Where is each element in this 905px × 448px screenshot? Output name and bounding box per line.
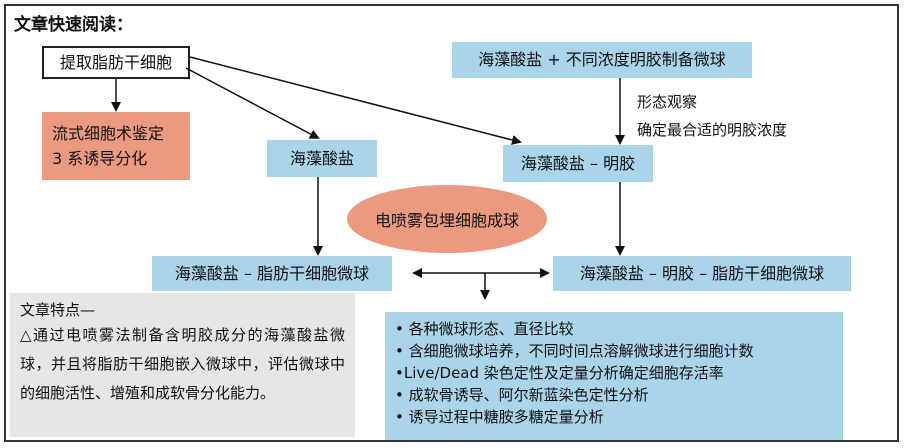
- flow-cytometry-line1: 流式细胞术鉴定: [52, 123, 165, 143]
- analysis-item: • 各种微球形态、直径比较: [395, 320, 574, 338]
- analysis-item: • 诱导过程中糖胺多糖定量分析: [395, 408, 604, 426]
- box-alginate-msc-microsphere: 海藻酸盐 – 脂肪干细胞微球: [152, 256, 392, 291]
- box-extract-stem-cells: 提取脂肪干细胞: [42, 46, 190, 79]
- box-alginate-gelatin-msc-microsphere: 海藻酸盐 – 明胶 – 脂肪干细胞微球: [553, 256, 851, 291]
- arrow-extract-to-alginate-gelatin: [189, 56, 522, 145]
- analysis-list-panel: • 各种微球形态、直径比较 • 含细胞微球培养，不同时间点溶解微球进行细胞计数 …: [385, 312, 843, 440]
- diagram-frame: [4, 4, 899, 442]
- features-body: △通过电喷雾法制备含明胶成分的海藻酸盐微球，并且将脂肪干细胞嵌入微球中，评估微球…: [20, 326, 345, 402]
- analysis-item: •Live/Dead 染色定性及定量分析确定细胞存活率: [395, 364, 724, 382]
- flow-cytometry-line2: 3 系诱导分化: [52, 149, 148, 168]
- analysis-item: • 成软骨诱导、阿尔新蓝染色定性分析: [395, 386, 649, 404]
- box-alginate-gelatin-prep: 海藻酸盐 + 不同浓度明胶制备微球: [452, 42, 752, 78]
- analysis-item: • 含细胞微球培养，不同时间点溶解微球进行细胞计数: [395, 342, 754, 360]
- box-alginate-gelatin: 海藻酸盐 – 明胶: [503, 145, 653, 182]
- ellipse-electrospray: 电喷雾包埋细胞成球: [347, 185, 547, 253]
- box-flow-cytometry: 流式细胞术鉴定 3 系诱导分化: [42, 112, 190, 180]
- features-panel: 文章特点— △通过电喷雾法制备含明胶成分的海藻酸盐微球，并且将脂肪干细胞嵌入微球…: [10, 293, 355, 437]
- diagram-title: 文章快速阅读：: [14, 15, 133, 35]
- note-morphology: 形态观察: [637, 93, 698, 111]
- note-optimal-concentration: 确定最合适的明胶浓度: [637, 121, 788, 139]
- box-alginate: 海藻酸盐: [267, 140, 377, 177]
- arrow-extract-to-alginate: [185, 67, 320, 139]
- features-heading: 文章特点—: [20, 301, 96, 319]
